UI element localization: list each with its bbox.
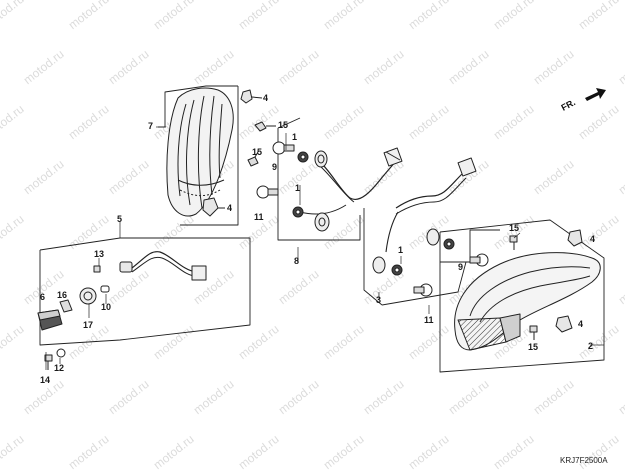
socket-17 xyxy=(79,287,97,305)
callout-11: 11 xyxy=(254,212,264,222)
socket-3-b xyxy=(426,228,440,246)
callout-15: 15 xyxy=(528,342,539,352)
washer-12 xyxy=(56,348,66,358)
callout-1: 1 xyxy=(292,132,298,142)
group-2-frame xyxy=(439,219,605,373)
callout-5: 5 xyxy=(117,214,123,224)
callout-8: 8 xyxy=(294,256,300,266)
callout-4: 4 xyxy=(590,234,596,244)
callout-9: 9 xyxy=(272,162,278,172)
callout-16: 16 xyxy=(57,290,68,300)
bulb-11-rear xyxy=(413,283,433,297)
screw-13 xyxy=(93,265,101,273)
callout-10: 10 xyxy=(101,302,112,312)
bulb-9-top xyxy=(272,141,295,155)
rear-housing-2 xyxy=(454,252,601,351)
gasket-1-top-a xyxy=(297,151,309,163)
callout-11: 11 xyxy=(424,315,434,325)
socket-11-top xyxy=(314,212,330,232)
bulb-10 xyxy=(100,285,110,293)
gasket-1-rear-b xyxy=(443,238,455,250)
callout-4: 4 xyxy=(227,203,233,213)
callout-9: 9 xyxy=(458,262,464,272)
harness-wire-5 xyxy=(131,251,197,277)
screw-15-a xyxy=(254,121,276,132)
callout-15: 15 xyxy=(509,223,520,233)
screw-15-d xyxy=(529,325,538,340)
gasket-1-top-b xyxy=(292,206,304,218)
diagram-code: KRJ7F2500A xyxy=(560,456,608,465)
bulb-9-rear xyxy=(469,253,489,267)
gasket-1-rear-a xyxy=(391,264,403,276)
callout-1: 1 xyxy=(295,183,301,193)
callout-4: 4 xyxy=(263,93,269,103)
lens-6 xyxy=(37,309,63,331)
callout-3: 3 xyxy=(376,295,382,305)
group-8-frame xyxy=(277,117,361,241)
front-lens-7 xyxy=(166,87,234,217)
clip-4-top xyxy=(240,89,263,104)
callout-1: 1 xyxy=(398,245,404,255)
bulb-11-top xyxy=(256,185,279,199)
group-5-frame xyxy=(39,237,251,346)
callout-13: 13 xyxy=(94,249,105,259)
connector-3 xyxy=(457,157,477,177)
connector-8 xyxy=(383,147,403,167)
callout-17: 17 xyxy=(83,320,94,330)
callout-14: 14 xyxy=(40,375,51,385)
callout-15: 15 xyxy=(252,147,263,157)
socket-9-top xyxy=(314,150,328,168)
callout-4: 4 xyxy=(578,319,584,329)
front-direction-arrow xyxy=(585,88,606,101)
plug-5 xyxy=(119,261,133,273)
harness-wire-8 xyxy=(299,157,399,215)
callout-7: 7 xyxy=(148,121,154,131)
group-3-frame xyxy=(363,208,500,306)
clip-16 xyxy=(59,299,73,313)
leader-lines xyxy=(45,126,604,370)
callout-2: 2 xyxy=(588,341,594,351)
callout-12: 12 xyxy=(54,363,65,373)
screw-15-c xyxy=(509,235,518,250)
connector-5 xyxy=(191,265,207,281)
clip-4-bottom xyxy=(202,197,225,217)
screw-15-b xyxy=(247,151,259,167)
clip-4-rear-top xyxy=(567,229,583,247)
callout-15: 15 xyxy=(278,120,289,130)
socket-3-a xyxy=(372,256,386,274)
screw-14 xyxy=(44,354,53,370)
clip-4-rear-bottom xyxy=(555,315,573,333)
callout-6: 6 xyxy=(40,292,46,302)
harness-wire-3 xyxy=(385,173,467,253)
